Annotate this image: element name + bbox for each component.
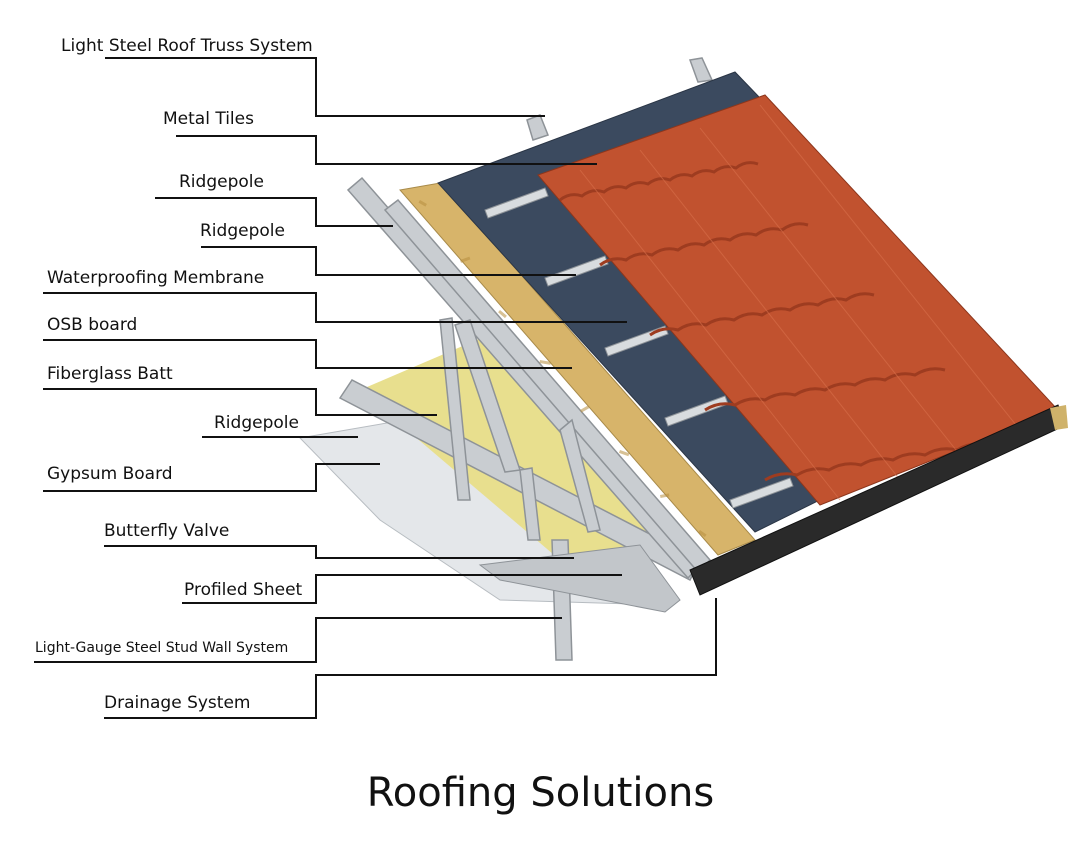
roof-truss bbox=[338, 57, 714, 661]
leader-line-2 bbox=[176, 135, 597, 165]
tile-columns bbox=[579, 104, 1021, 501]
leader-line-13 bbox=[104, 598, 717, 719]
label-profiled-sheet: Profiled Sheet bbox=[184, 580, 303, 600]
label-butterfly-valve: Butterfly Valve bbox=[104, 521, 230, 541]
leader-line-11 bbox=[182, 574, 622, 604]
profiled-sheet bbox=[478, 544, 681, 613]
label-ridgepole-1: Ridgepole bbox=[179, 172, 264, 192]
label-light-gauge-steel-stud-wall-system: Light-Gauge Steel Stud Wall System bbox=[35, 640, 289, 656]
leader-line-1 bbox=[105, 57, 545, 117]
label-fiberglass-batt: Fiberglass Batt bbox=[47, 364, 173, 384]
gutter-end-cap bbox=[1050, 405, 1068, 430]
leader-line-6 bbox=[43, 339, 572, 369]
label-osb-board: OSB board bbox=[47, 315, 138, 335]
osb-texture bbox=[418, 200, 707, 538]
leader-line-4 bbox=[201, 246, 576, 276]
leader-line-12 bbox=[34, 617, 562, 663]
label-gypsum-board: Gypsum Board bbox=[47, 464, 173, 484]
label-ridgepole-2: Ridgepole bbox=[200, 221, 285, 241]
label-drainage-system: Drainage System bbox=[104, 693, 251, 713]
label-waterproofing-membrane: Waterproofing Membrane bbox=[47, 268, 265, 288]
leader-line-5 bbox=[43, 292, 627, 323]
leader-line-10 bbox=[104, 545, 574, 559]
label-ridgepole-3: Ridgepole bbox=[214, 413, 299, 433]
label-light-steel-roof-truss-system: Light Steel Roof Truss System bbox=[61, 36, 313, 56]
leader-line-3 bbox=[155, 197, 393, 227]
diagram-title: Roofing Solutions bbox=[366, 770, 715, 816]
ridgepoles bbox=[484, 187, 794, 509]
label-metal-tiles: Metal Tiles bbox=[163, 109, 254, 129]
leader-line-7 bbox=[43, 388, 437, 416]
leader-line-9 bbox=[43, 463, 380, 492]
fiberglass-batt bbox=[360, 330, 680, 560]
tile-rows bbox=[559, 161, 990, 482]
